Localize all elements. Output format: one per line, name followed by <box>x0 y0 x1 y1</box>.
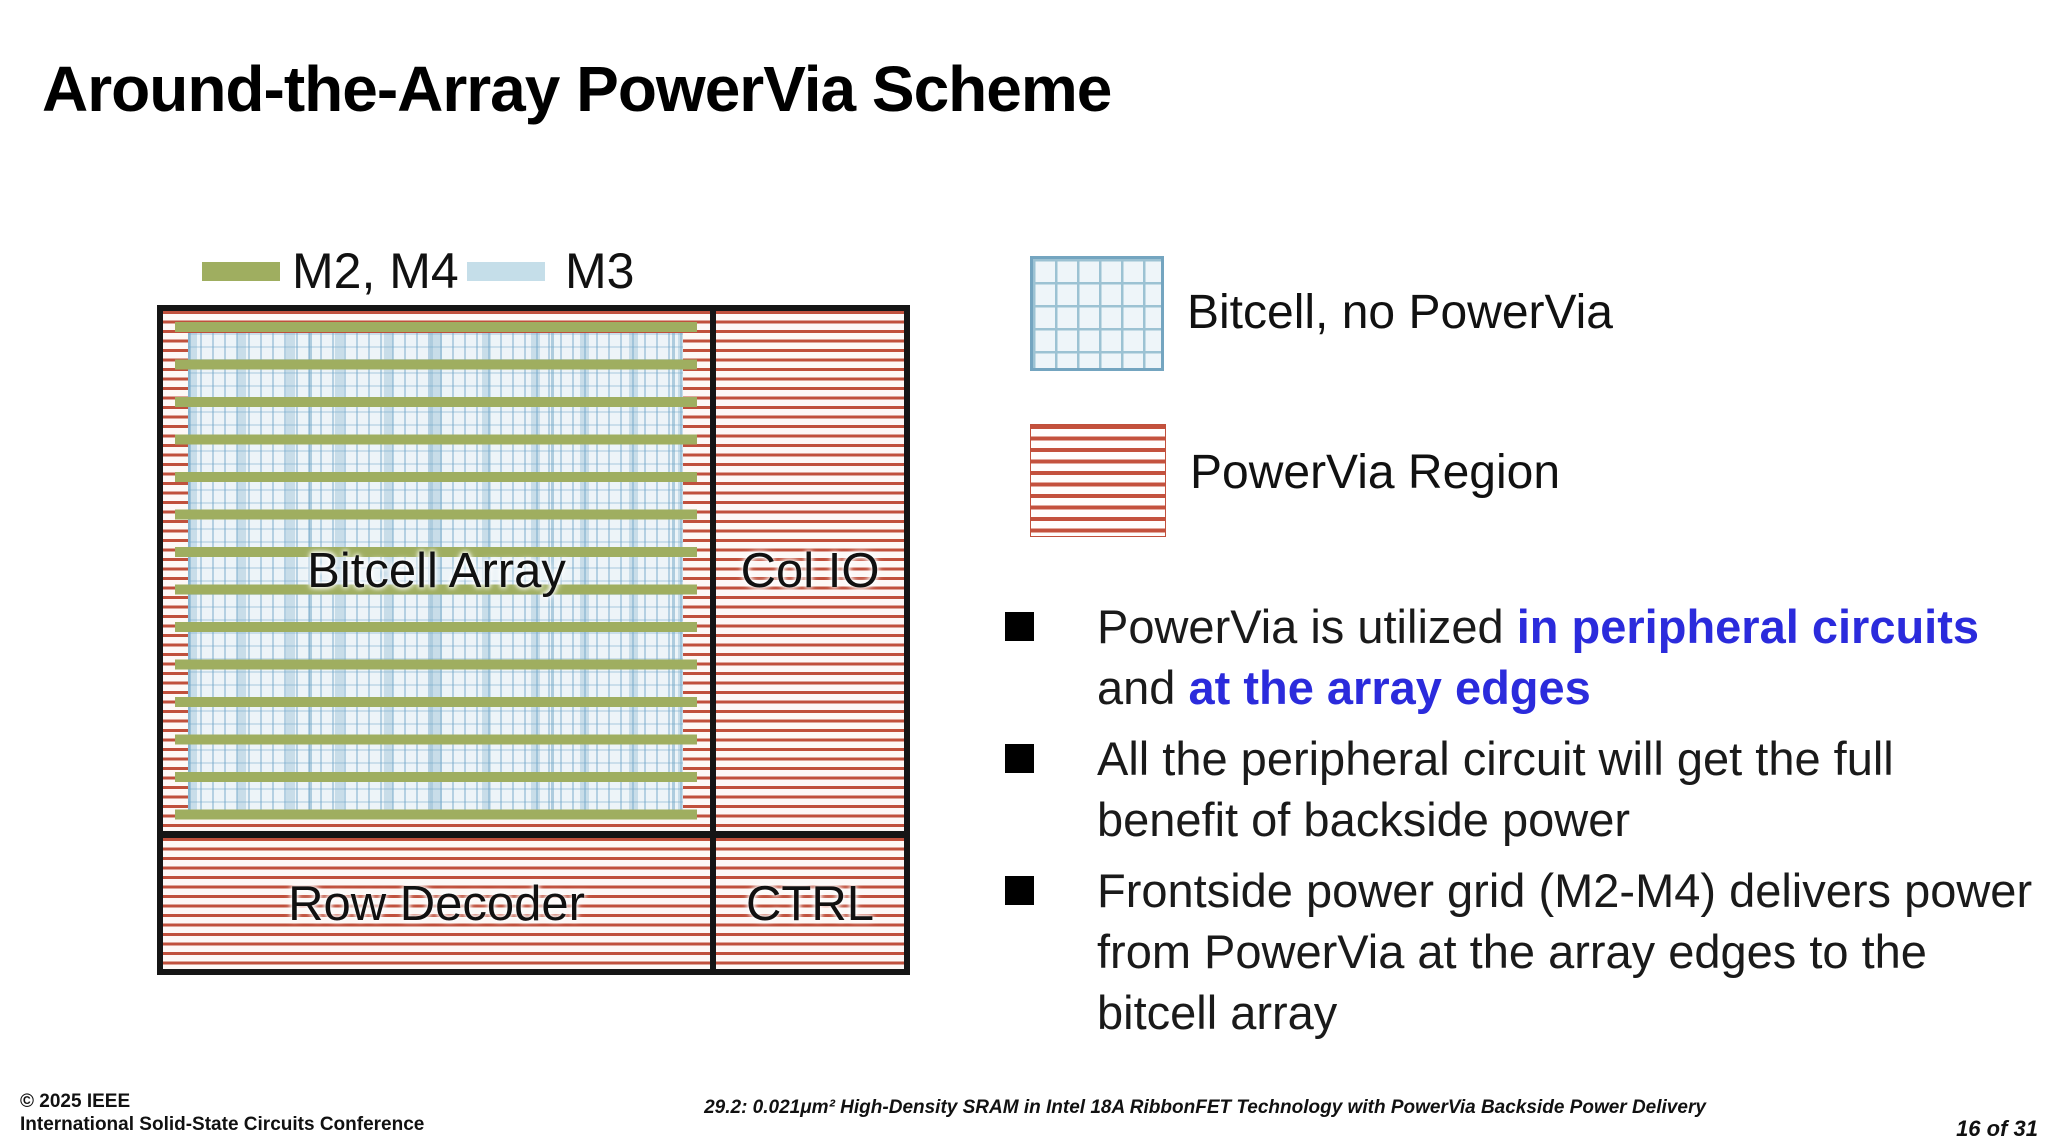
bullet-item: Frontside power grid (M2-M4) delivers po… <box>1005 860 2035 1043</box>
ctrl-region: CTRL <box>716 838 904 969</box>
bitcell-pattern-label: Bitcell, no PowerVia <box>1187 286 1613 339</box>
bullet-item: PowerVia is utilized in peripheral circu… <box>1005 596 2035 718</box>
bullet-square-icon <box>1005 744 1034 773</box>
row-decoder-label: Row Decoder <box>288 876 585 931</box>
bullet-square-icon <box>1005 876 1034 905</box>
row-decoder-region: Row Decoder <box>163 838 710 969</box>
footer-copyright-line1: © 2025 IEEE <box>20 1091 131 1112</box>
bullet-text: All the peripheral circuit will get the … <box>1097 732 1894 846</box>
m2-m4-legend-label: M2, M4 <box>292 243 459 299</box>
bullet-square-icon <box>1005 612 1034 641</box>
bitcell-array-label: Bitcell Array <box>307 544 566 598</box>
horizontal-divider <box>163 831 710 838</box>
col-io-label: Col IO <box>740 544 880 598</box>
col-io-region: Col IO <box>716 311 904 831</box>
sram-floorplan-diagram: Bitcell Array Col IO Row Decoder CTRL <box>157 305 910 975</box>
m2-m4-swatch <box>202 262 280 281</box>
page-title: Around-the-Array PowerVia Scheme <box>42 53 1112 125</box>
vertical-divider <box>710 311 716 831</box>
divider-cross <box>710 831 716 838</box>
bullet-list: PowerVia is utilized in peripheral circu… <box>1005 596 2035 1053</box>
bullet-text: PowerVia is utilized in peripheral circu… <box>1097 600 1980 714</box>
powervia-stripes-swatch <box>1030 424 1166 537</box>
m3-legend-label: M3 <box>565 243 635 299</box>
footer-copyright-line2: International Solid-State Circuits Confe… <box>20 1114 425 1135</box>
m3-swatch <box>467 262 545 281</box>
horizontal-divider-right <box>716 831 904 838</box>
powervia-pattern-label: PowerVia Region <box>1190 446 1561 499</box>
bullet-item: All the peripheral circuit will get the … <box>1005 728 2035 850</box>
bullet-text: Frontside power grid (M2-M4) delivers po… <box>1097 864 2033 1039</box>
m2-m4-power-grid-pattern <box>175 322 697 820</box>
bitcell-array-region: Bitcell Array <box>163 311 710 831</box>
footer-copyright: © 2025 IEEE International Solid-State Ci… <box>20 1090 424 1136</box>
footer-page-indicator: 16 of 31 <box>1956 1116 2038 1141</box>
bitcell-grid-swatch <box>1030 256 1164 371</box>
ctrl-label: CTRL <box>746 876 874 931</box>
vertical-divider-bottom <box>710 838 716 969</box>
footer-paper-title: 29.2: 0.021μm² High-Density SRAM in Inte… <box>704 1097 1706 1118</box>
